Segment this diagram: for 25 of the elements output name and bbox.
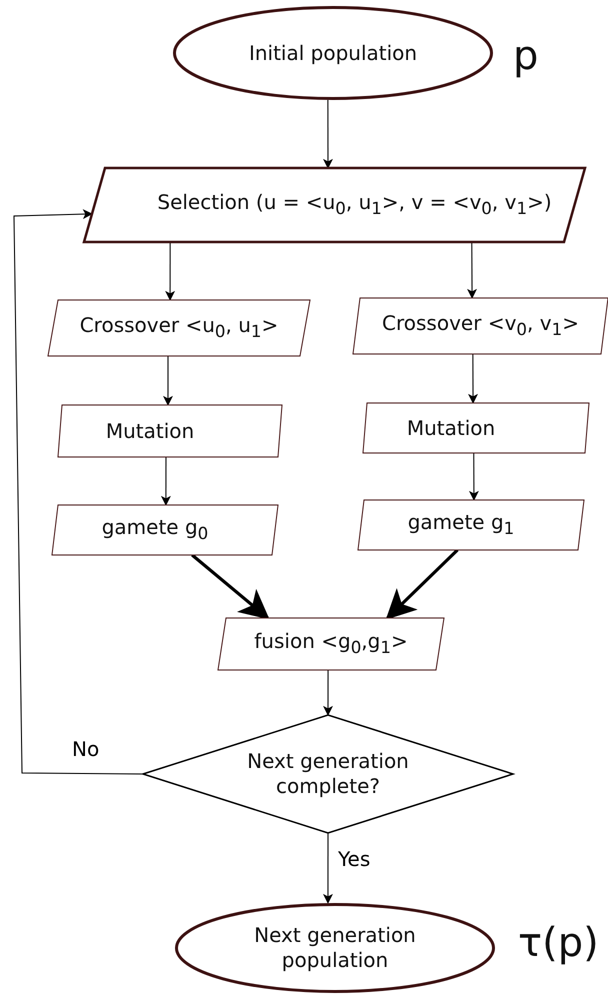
node-label: gamete g$_{0}$ xyxy=(102,515,208,545)
node-label: gamete g$_{1}$ xyxy=(408,510,514,540)
arrow xyxy=(323,670,334,716)
arrow xyxy=(14,209,144,774)
arrow xyxy=(322,99,333,169)
node-label: Selection (u = <u$_{0}$, u$_{1}$>, v = <v$_{0}$, v$_{1}$>) xyxy=(157,190,552,220)
node-caption: p xyxy=(513,36,538,76)
node-label: Mutation xyxy=(106,418,194,444)
node-label: Crossover <u$_{0}$, u$_{1}$> xyxy=(80,313,278,343)
node-label: Next generation complete? xyxy=(246,749,410,799)
arrow xyxy=(467,242,478,299)
arrow xyxy=(386,548,459,620)
arrow xyxy=(468,354,478,404)
arrow xyxy=(162,356,173,406)
arrow xyxy=(322,832,333,904)
arrow xyxy=(160,456,171,506)
node-label: fusion <g$_{0}$,g$_{1}$> xyxy=(254,629,408,659)
arrow xyxy=(165,242,176,301)
node-caption: τ(p) xyxy=(518,923,599,963)
arrow xyxy=(468,452,479,501)
arrow xyxy=(191,554,270,620)
node-label: Initial population xyxy=(248,40,418,66)
node-label: Crossover <v$_{0}$, v$_{1}$> xyxy=(382,311,579,341)
node-label: Mutation xyxy=(406,416,496,440)
node-label: Next generation population xyxy=(253,923,417,973)
